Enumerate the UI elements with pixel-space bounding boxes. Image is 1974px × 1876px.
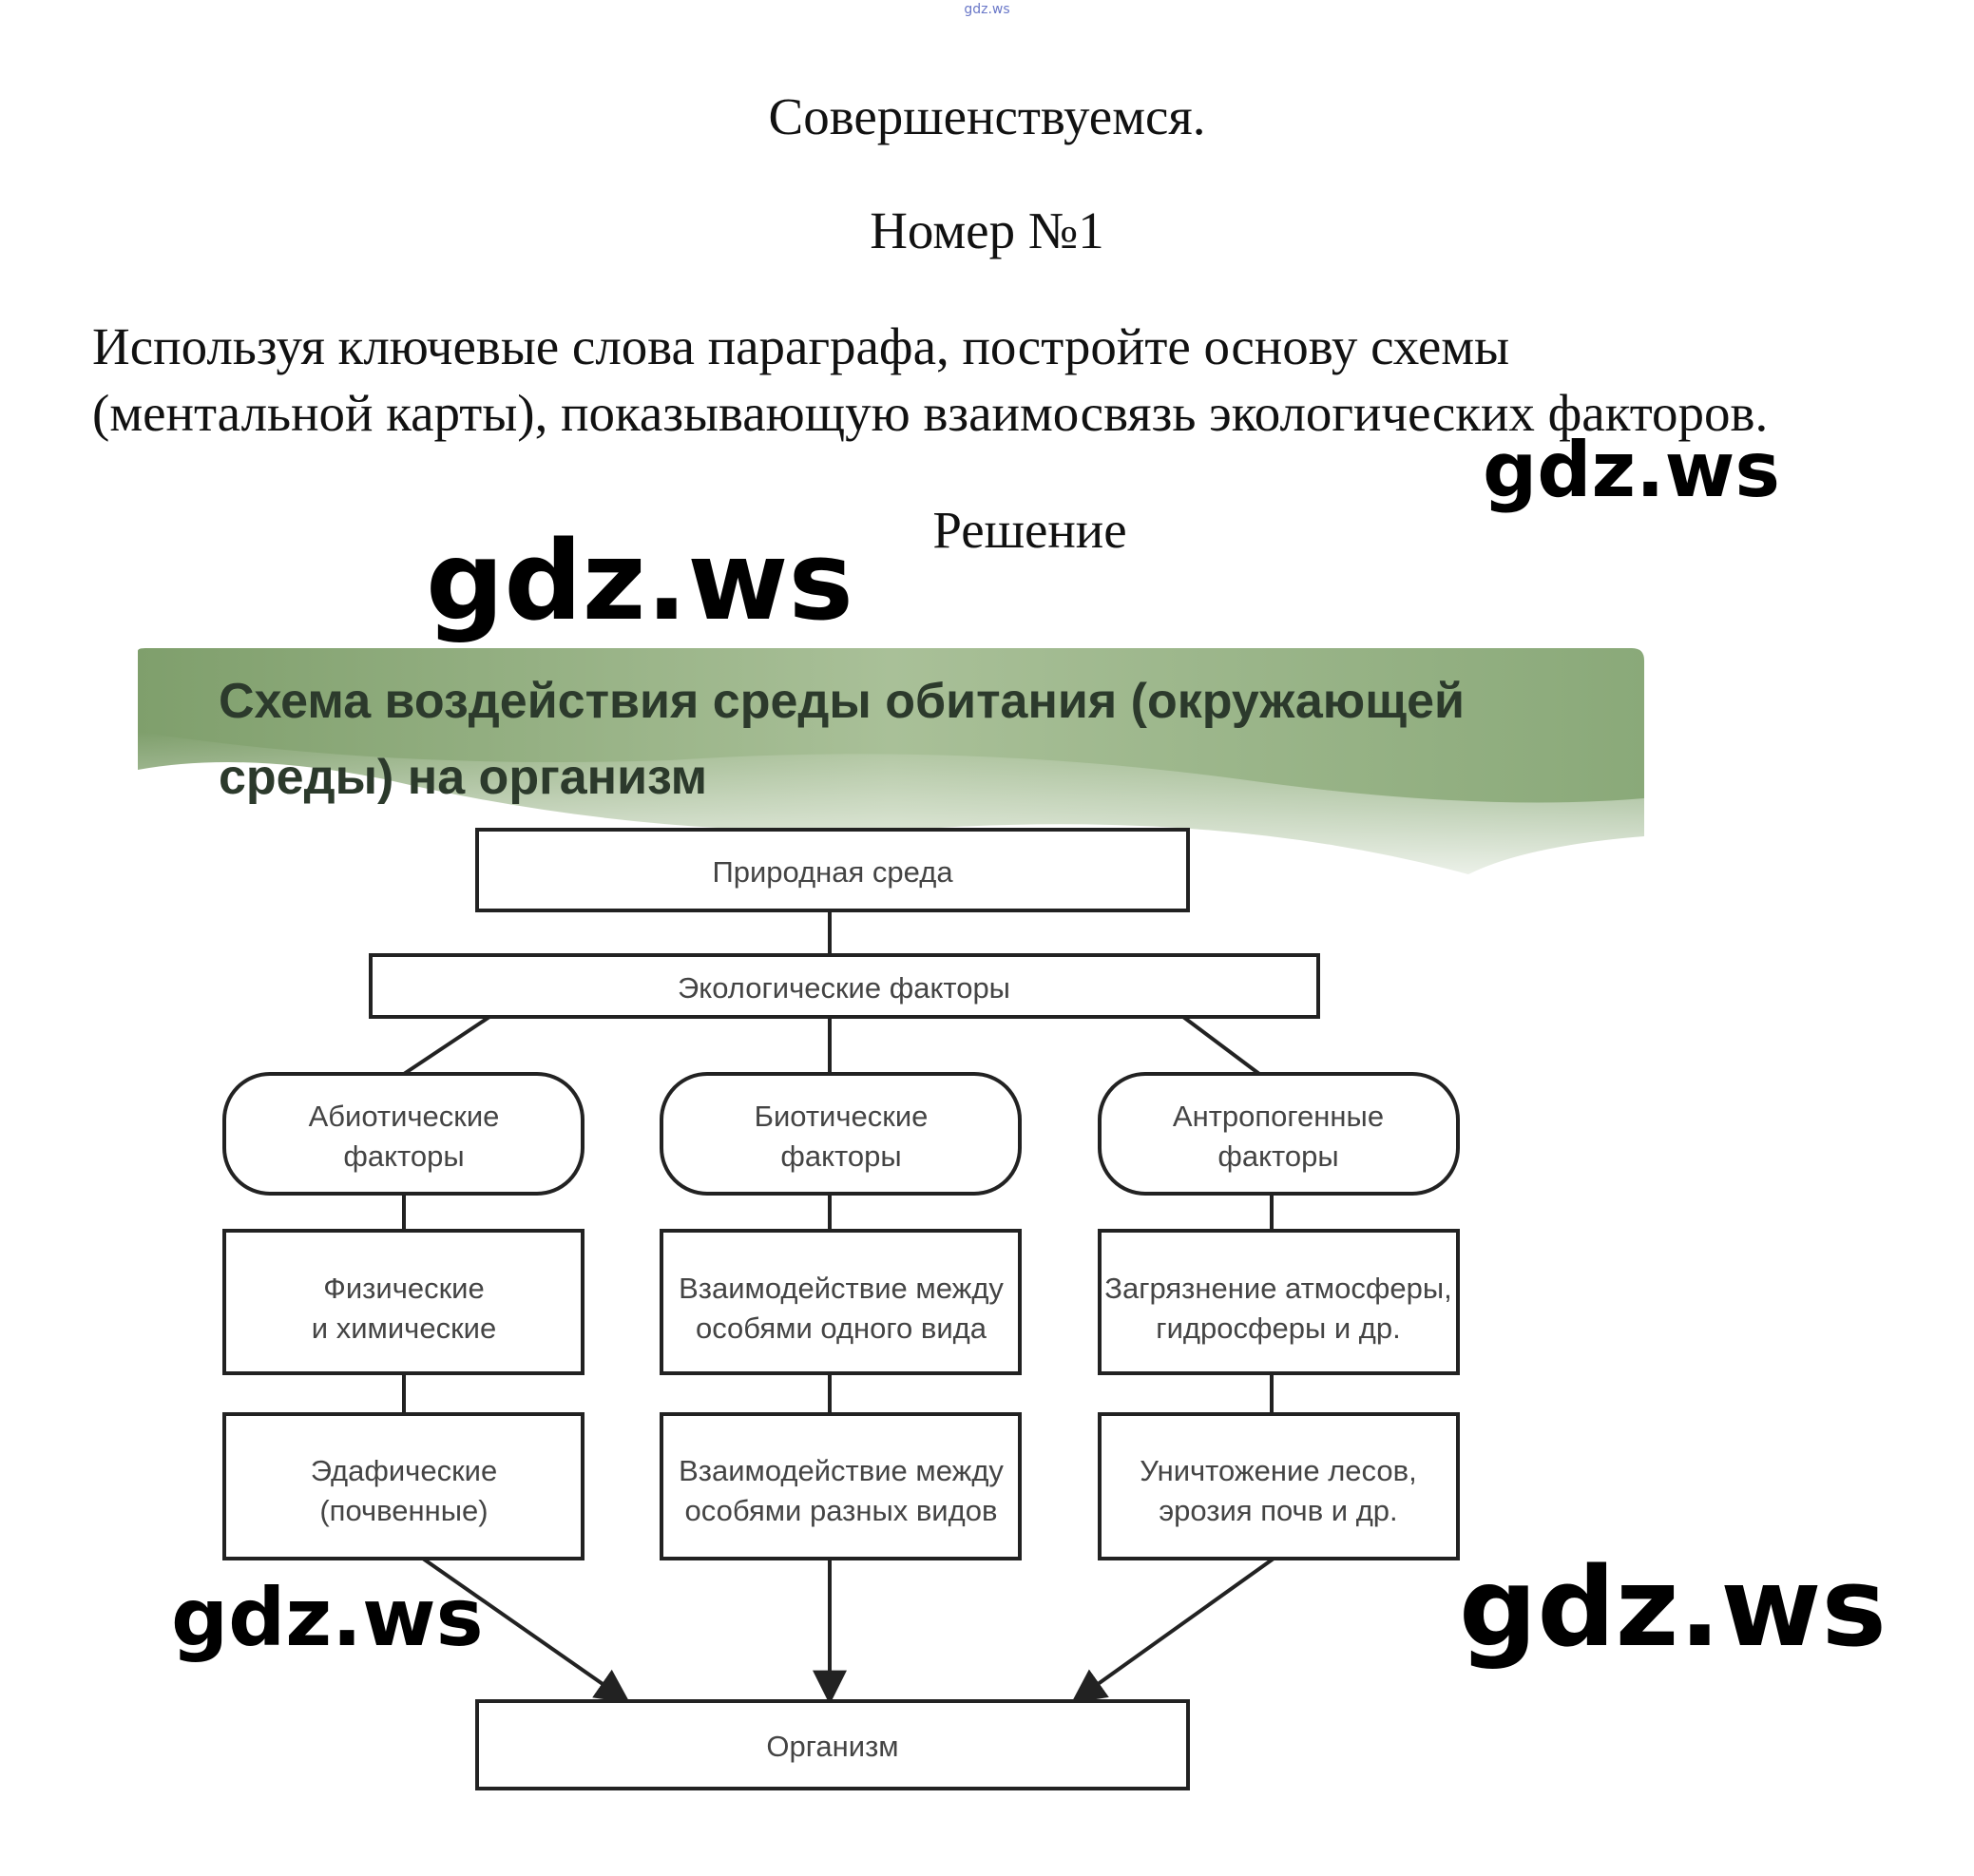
label-pollution-1: Загрязнение атмосферы,: [1104, 1272, 1452, 1305]
watermark-lower-left: gdz.ws: [171, 1571, 484, 1664]
task-number: Номер №1: [870, 201, 1104, 259]
task-line-1: Используя ключевые слова параграфа, пост…: [92, 317, 1510, 375]
label-edaphic-1: Эдафические: [311, 1454, 497, 1487]
box-different-species: [660, 1412, 1022, 1560]
label-biotic-2: факторы: [780, 1139, 901, 1173]
label-diff-1: Взаимодействие между: [679, 1454, 1004, 1487]
label-biotic-1: Биотические: [755, 1100, 929, 1133]
label-forest-1: Уничтожение лесов,: [1140, 1454, 1416, 1487]
solution-label: Решение: [932, 501, 1127, 559]
label-same-2: особями одного вида: [696, 1311, 987, 1345]
box-organism: [475, 1699, 1190, 1790]
label-eco-factors: Экологические факторы: [678, 971, 1010, 1005]
label-same-1: Взаимодействие между: [679, 1272, 1004, 1305]
task-line-2: (ментальной карты), показывающую взаимос…: [92, 384, 1769, 442]
top-watermark: gdz.ws: [964, 2, 1010, 17]
label-abiotic-1: Абиотические: [309, 1100, 500, 1133]
label-forest-2: эрозия почв и др.: [1159, 1494, 1397, 1527]
label-edaphic-2: (почвенные): [319, 1494, 488, 1527]
label-organism: Организм: [766, 1730, 898, 1763]
title-banner: [138, 648, 1644, 879]
label-pollution-2: гидросферы и др.: [1156, 1311, 1400, 1345]
ecology-diagram: Схема воздействия среды обитания (окружа…: [138, 648, 1644, 1790]
label-anthro-2: факторы: [1217, 1139, 1338, 1173]
label-diff-2: особями разных видов: [685, 1494, 998, 1527]
box-physical-chemical: [222, 1229, 585, 1375]
box-pollution: [1098, 1229, 1460, 1375]
arrow: [421, 1557, 630, 1704]
box-edaphic: [222, 1412, 585, 1560]
label-nature: Природная среда: [712, 855, 953, 889]
connector: [1181, 1015, 1261, 1076]
box-same-species: [660, 1229, 1022, 1375]
watermark-upper-right: gdz.ws: [1483, 426, 1781, 514]
task-text: Используя ключевые слова параграфа, пост…: [92, 314, 1955, 447]
watermark-lower-right: gdz.ws: [1459, 1544, 1887, 1672]
box-forest: [1098, 1412, 1460, 1560]
connector: [402, 1015, 491, 1076]
page-heading: Совершенствуемся.: [768, 87, 1206, 145]
box-abiotic: [222, 1072, 585, 1196]
label-phys-2: и химические: [312, 1311, 496, 1345]
box-anthropogenic: [1098, 1072, 1460, 1196]
label-phys-1: Физические: [323, 1272, 484, 1305]
label-anthro-1: Антропогенные: [1173, 1100, 1384, 1133]
box-eco-factors: [369, 953, 1320, 1019]
label-abiotic-2: факторы: [343, 1139, 464, 1173]
diagram-title-line-1: Схема воздействия среды обитания (окружа…: [219, 674, 1465, 729]
box-nature: [475, 828, 1190, 912]
watermark-upper-left: gdz.ws: [426, 518, 853, 645]
diagram-title-line-2: среды) на организм: [219, 750, 707, 805]
box-biotic: [660, 1072, 1022, 1196]
arrow: [1071, 1557, 1275, 1704]
